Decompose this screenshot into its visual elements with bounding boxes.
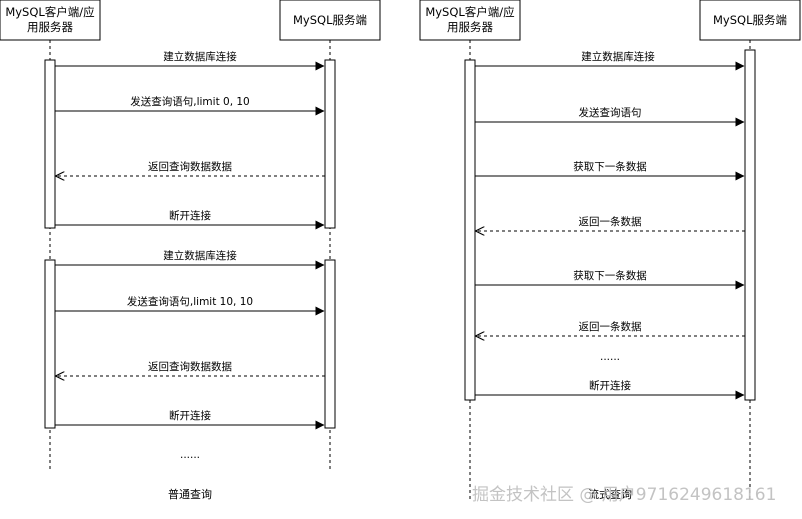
client-participant: MySQL客户端/应 用服务器 bbox=[0, 0, 101, 41]
continuation-ellipsis: ...... bbox=[600, 351, 620, 363]
client-label-line2: 用服务器 bbox=[447, 20, 493, 34]
message-label: 建立数据库连接 bbox=[163, 50, 237, 63]
message-label: 发送查询语句,limit 0, 10 bbox=[130, 95, 250, 108]
diagram-caption: 流式查询 bbox=[588, 487, 632, 501]
message-label: 断开连接 bbox=[589, 379, 631, 392]
message-label: 返回一条数据 bbox=[579, 215, 642, 228]
message-label: 获取下一条数据 bbox=[573, 160, 647, 173]
watermark-text: 掘金技术社区 @ 用户9716249618161 bbox=[472, 485, 776, 505]
server-participant: MySQL服务端 bbox=[279, 0, 381, 41]
message-label: 获取下一条数据 bbox=[573, 269, 647, 282]
continuation-ellipsis: ...... bbox=[180, 449, 200, 461]
message-label: 返回一条数据 bbox=[579, 320, 642, 333]
server-activation-bar bbox=[324, 259, 336, 429]
server-label: MySQL服务端 bbox=[713, 13, 787, 27]
client-label-line1: MySQL客户端/应 bbox=[425, 5, 514, 19]
diagram-caption: 普通查询 bbox=[168, 487, 212, 501]
message-label: 发送查询语句 bbox=[579, 106, 642, 119]
client-label-line1: MySQL客户端/应 bbox=[5, 5, 94, 19]
message-label: 返回查询数据数据 bbox=[148, 160, 232, 173]
message-label: 建立数据库连接 bbox=[581, 50, 655, 63]
client-participant: MySQL客户端/应 用服务器 bbox=[419, 0, 521, 41]
streaming-query-diagram: MySQL客户端/应 用服务器 MySQL服务端 建立数据库连接 发送查询语句 … bbox=[419, 0, 801, 501]
client-activation-bar bbox=[44, 59, 56, 229]
message-label: 发送查询语句,limit 10, 10 bbox=[127, 295, 253, 308]
message-label: 断开连接 bbox=[169, 209, 211, 222]
message-label: 建立数据库连接 bbox=[163, 249, 237, 262]
normal-query-diagram: MySQL客户端/应 用服务器 MySQL服务端 建立数据库连接 发送查询语句,… bbox=[0, 0, 381, 501]
message-label: 断开连接 bbox=[169, 409, 211, 422]
server-activation-bar bbox=[324, 59, 336, 229]
server-activation-bar bbox=[744, 49, 756, 401]
server-label: MySQL服务端 bbox=[293, 13, 367, 27]
server-participant: MySQL服务端 bbox=[699, 0, 801, 41]
client-activation-bar bbox=[464, 59, 476, 401]
client-label-line2: 用服务器 bbox=[27, 20, 73, 34]
client-activation-bar bbox=[44, 259, 56, 429]
message-label: 返回查询数据数据 bbox=[148, 360, 232, 373]
